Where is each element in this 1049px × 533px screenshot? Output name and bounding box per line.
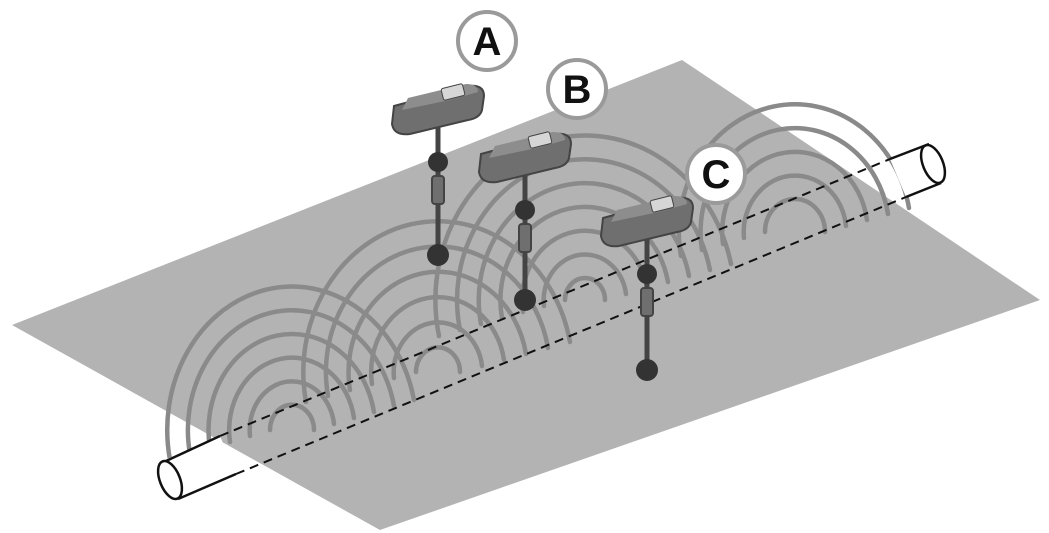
pipe-right-bottom-edge: [905, 181, 942, 199]
locator-head: [599, 196, 695, 248]
locator-coil: [518, 223, 532, 253]
locator-group: [390, 83, 695, 381]
field-arc: [676, 102, 912, 259]
callout-a-ring: [456, 10, 518, 72]
locator-joint: [637, 264, 657, 284]
label-c: C: [702, 153, 731, 197]
field-arc: [346, 269, 529, 393]
locator-head: [477, 132, 573, 184]
locator-joint: [515, 200, 535, 220]
pipe-left-bottom-edge: [177, 472, 237, 501]
field-arc: [391, 320, 485, 381]
pipe-left-end: [156, 459, 184, 501]
callout-b: B: [546, 58, 608, 120]
callout-b-ring: [546, 58, 608, 120]
field-arc: [413, 345, 463, 375]
locator-head: [390, 84, 486, 136]
locator-foot: [636, 359, 658, 381]
locator-foot: [427, 244, 449, 266]
field-arc: [498, 204, 671, 321]
label-b: B: [563, 68, 592, 112]
locator-foot: [514, 289, 536, 311]
callout-c-ring: [685, 143, 747, 205]
locator-coil: [431, 175, 445, 205]
locator-b-icon: [477, 131, 573, 311]
field-arc: [267, 402, 317, 433]
electromagnetic-field-lines: [164, 102, 912, 463]
callout-a: A: [456, 10, 518, 72]
field-arc: [719, 149, 870, 247]
pipe-bottom-dashed-line: [235, 196, 907, 475]
locator-a-icon: [390, 83, 486, 266]
pipe-top-dashed-line: [219, 158, 891, 437]
locator-c-icon: [599, 195, 695, 381]
locator-screen: [440, 83, 466, 101]
locator-screen: [527, 131, 553, 149]
field-arc: [247, 379, 337, 439]
locator-coil: [640, 287, 654, 317]
locator-screen: [649, 195, 675, 213]
field-arc: [301, 218, 573, 405]
field-arc: [541, 252, 629, 309]
locator-joint: [428, 152, 448, 172]
field-arc: [164, 284, 417, 463]
buried-pipe-icon: [156, 142, 947, 501]
pipe-right-top-edge: [889, 142, 930, 161]
field-arc: [226, 355, 357, 445]
field-arc: [562, 275, 608, 303]
callout-c: C: [685, 143, 747, 205]
label-a: A: [473, 20, 502, 64]
pipe-left-top-edge: [165, 434, 221, 463]
field-arc: [368, 294, 507, 387]
field-arc: [741, 173, 849, 241]
field-arc: [206, 331, 377, 451]
